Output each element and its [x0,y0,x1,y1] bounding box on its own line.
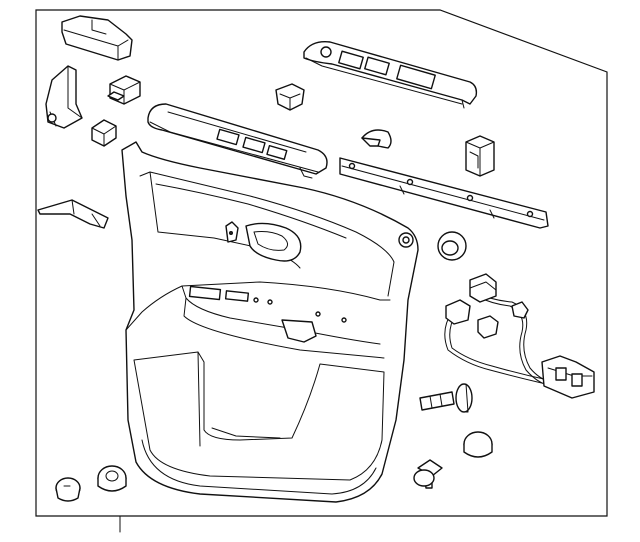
grommet-plug [437,231,467,261]
switch-cover-top [61,15,133,61]
window-switch-bezel-upper [303,41,478,109]
clip-fastener-a [413,459,443,489]
mounting-bracket-left [37,199,109,229]
clip-fastener-b [97,465,127,492]
push-pin-fastener [361,129,392,149]
screw-fastener [419,383,473,413]
wiring-harness [444,273,595,399]
small-connector-clip [91,119,117,147]
switch-block-right [465,135,495,177]
clip-fastener-c [55,477,81,502]
armrest-switch-plate [147,103,328,179]
plug-button [463,431,493,458]
corner-trim-cover [45,65,83,129]
trim-retainer-strip [339,157,549,229]
door-trim-panel [121,141,419,503]
switch-block-small [107,75,141,105]
mirror-switch-cover [275,83,305,111]
